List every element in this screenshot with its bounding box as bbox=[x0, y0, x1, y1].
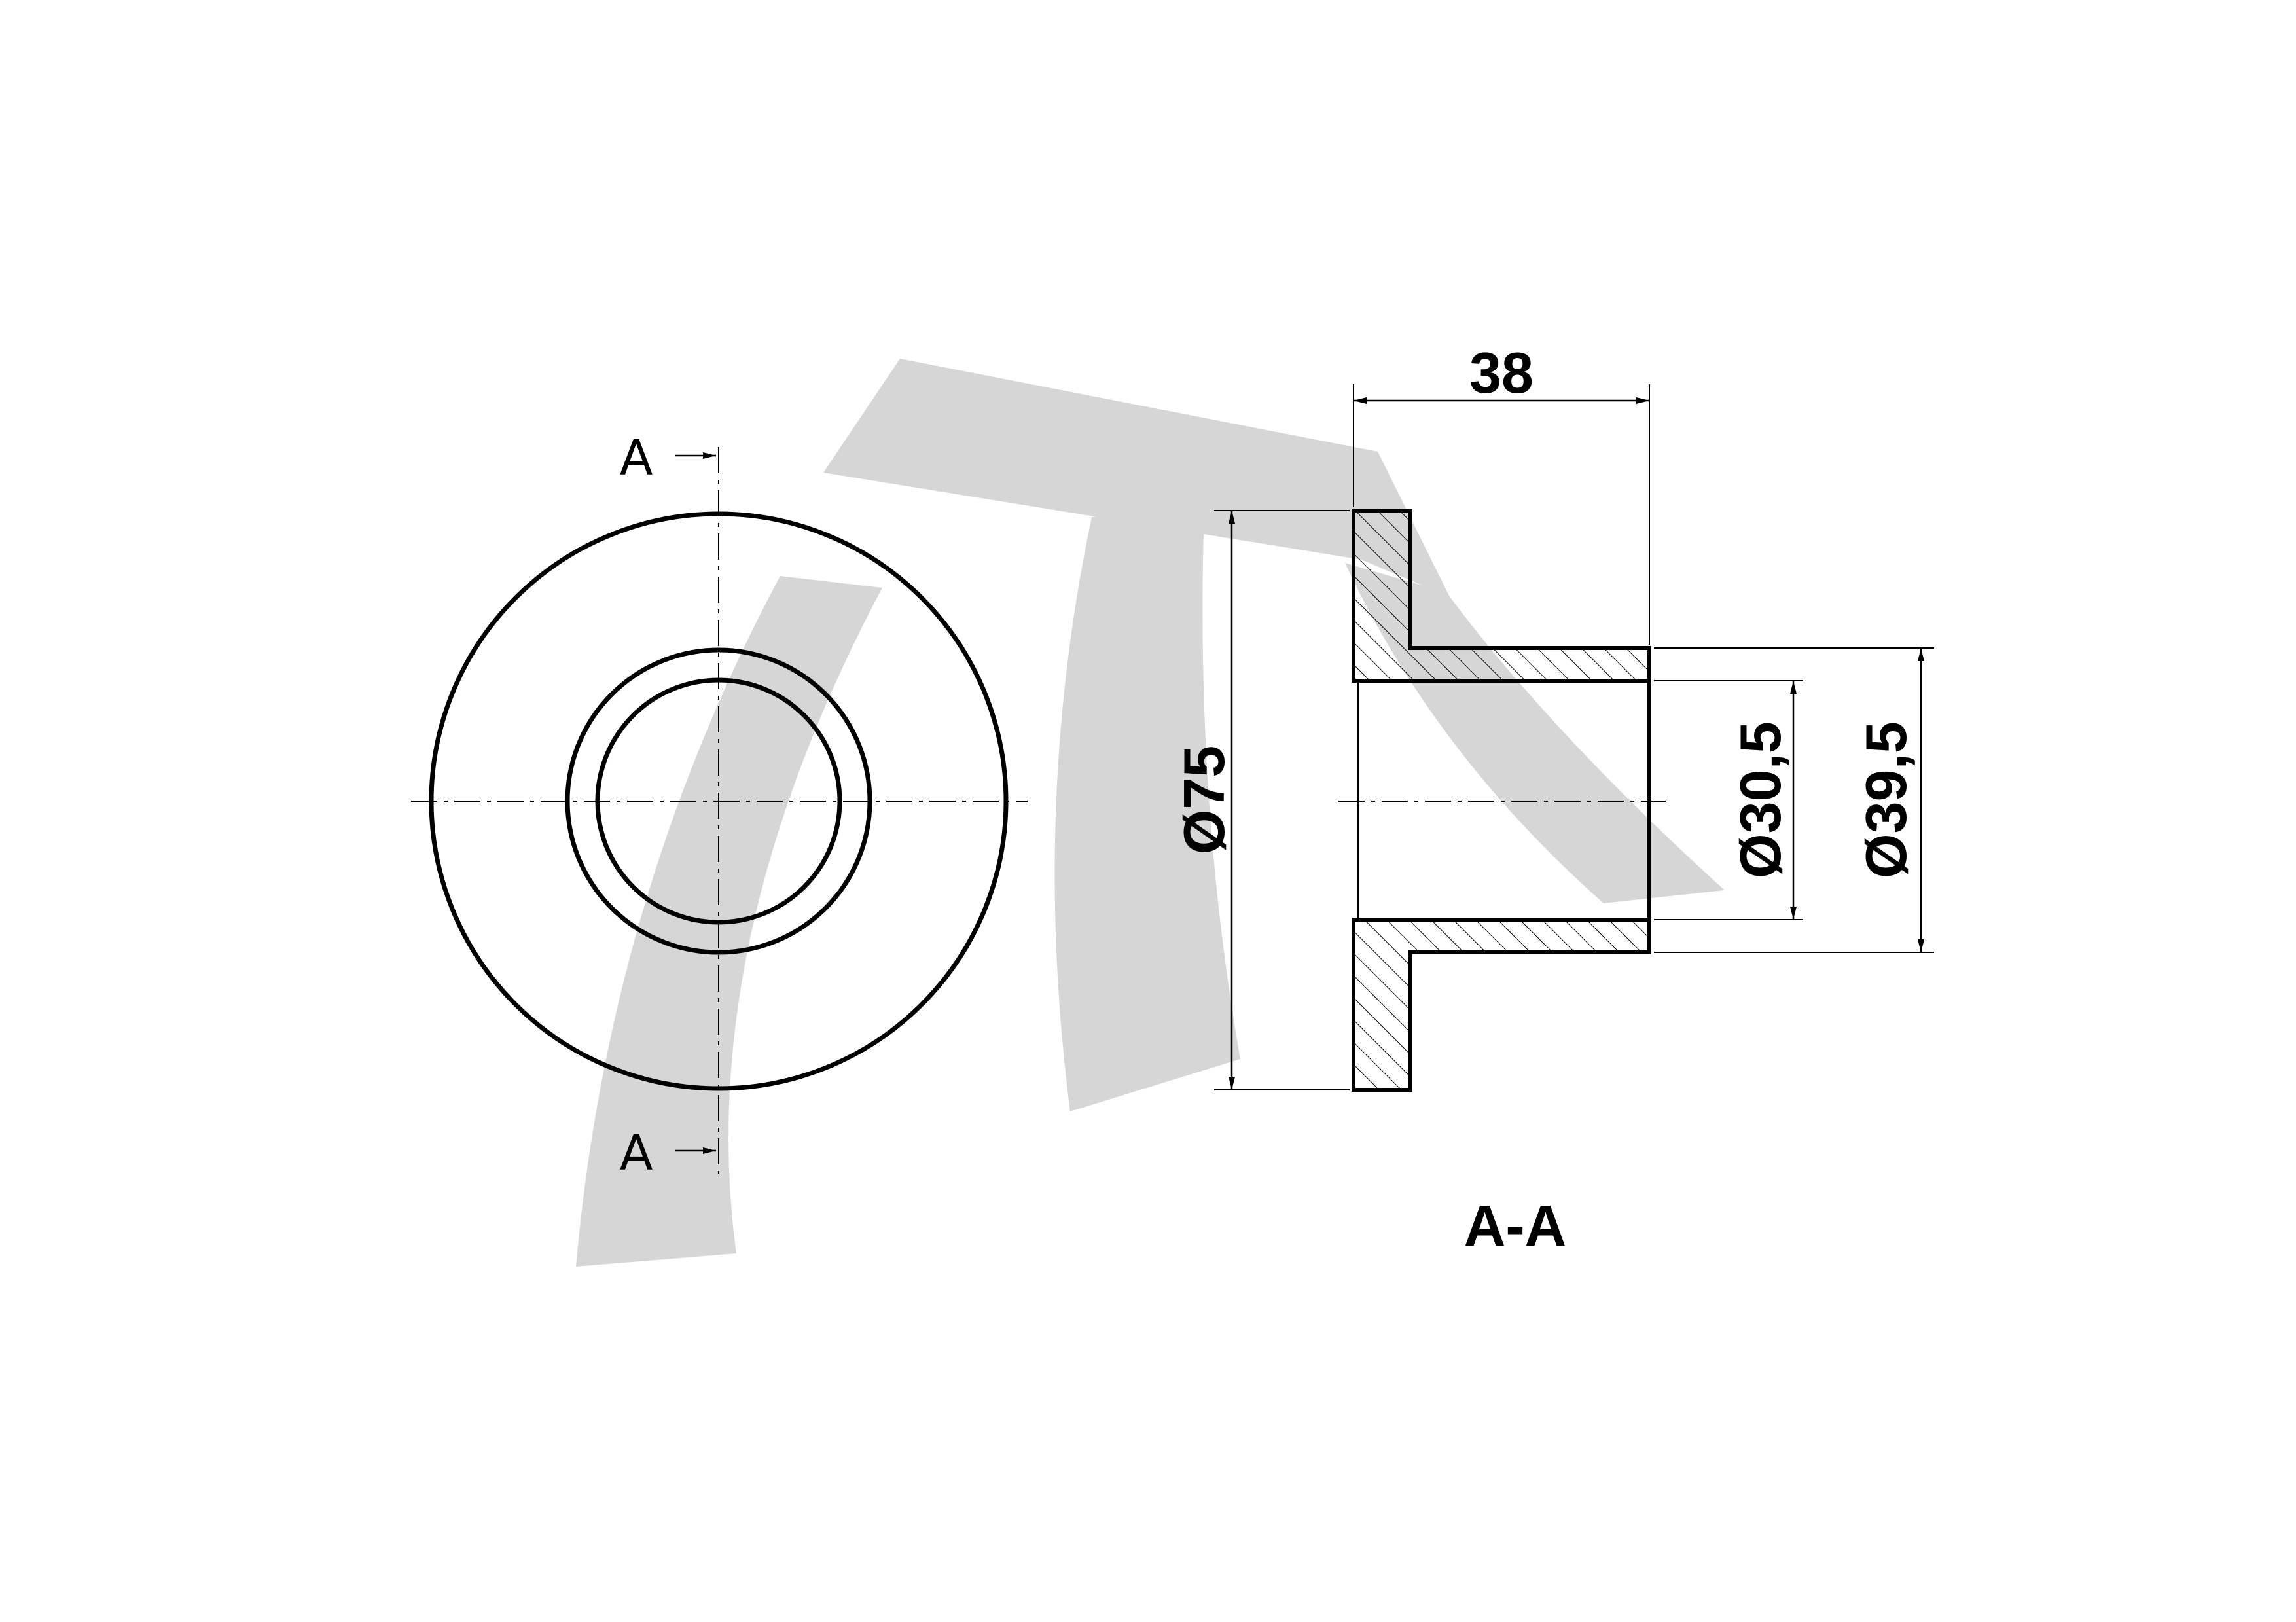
sleeve-outer-circle bbox=[565, 647, 872, 955]
front-view: A A bbox=[411, 430, 1028, 1181]
dimension-inner-diameter: Ø30,5 bbox=[1728, 721, 1793, 878]
section-marker-bottom: A bbox=[620, 1125, 653, 1181]
section-hatch-top bbox=[1352, 509, 1651, 683]
dimension-outer-diameter: Ø39,5 bbox=[1854, 721, 1918, 878]
section-view: 38 Ø75 Ø30,5 Ø39,5 A-A bbox=[1172, 340, 1934, 1258]
section-title: A-A bbox=[1464, 1193, 1566, 1258]
jt-logo-icon bbox=[576, 359, 1725, 1267]
dimension-flange-diameter: Ø75 bbox=[1172, 746, 1236, 854]
dimension-length: 38 bbox=[1469, 340, 1534, 405]
section-marker-top: A bbox=[620, 430, 653, 486]
section-hatch-bottom bbox=[1352, 918, 1651, 1092]
